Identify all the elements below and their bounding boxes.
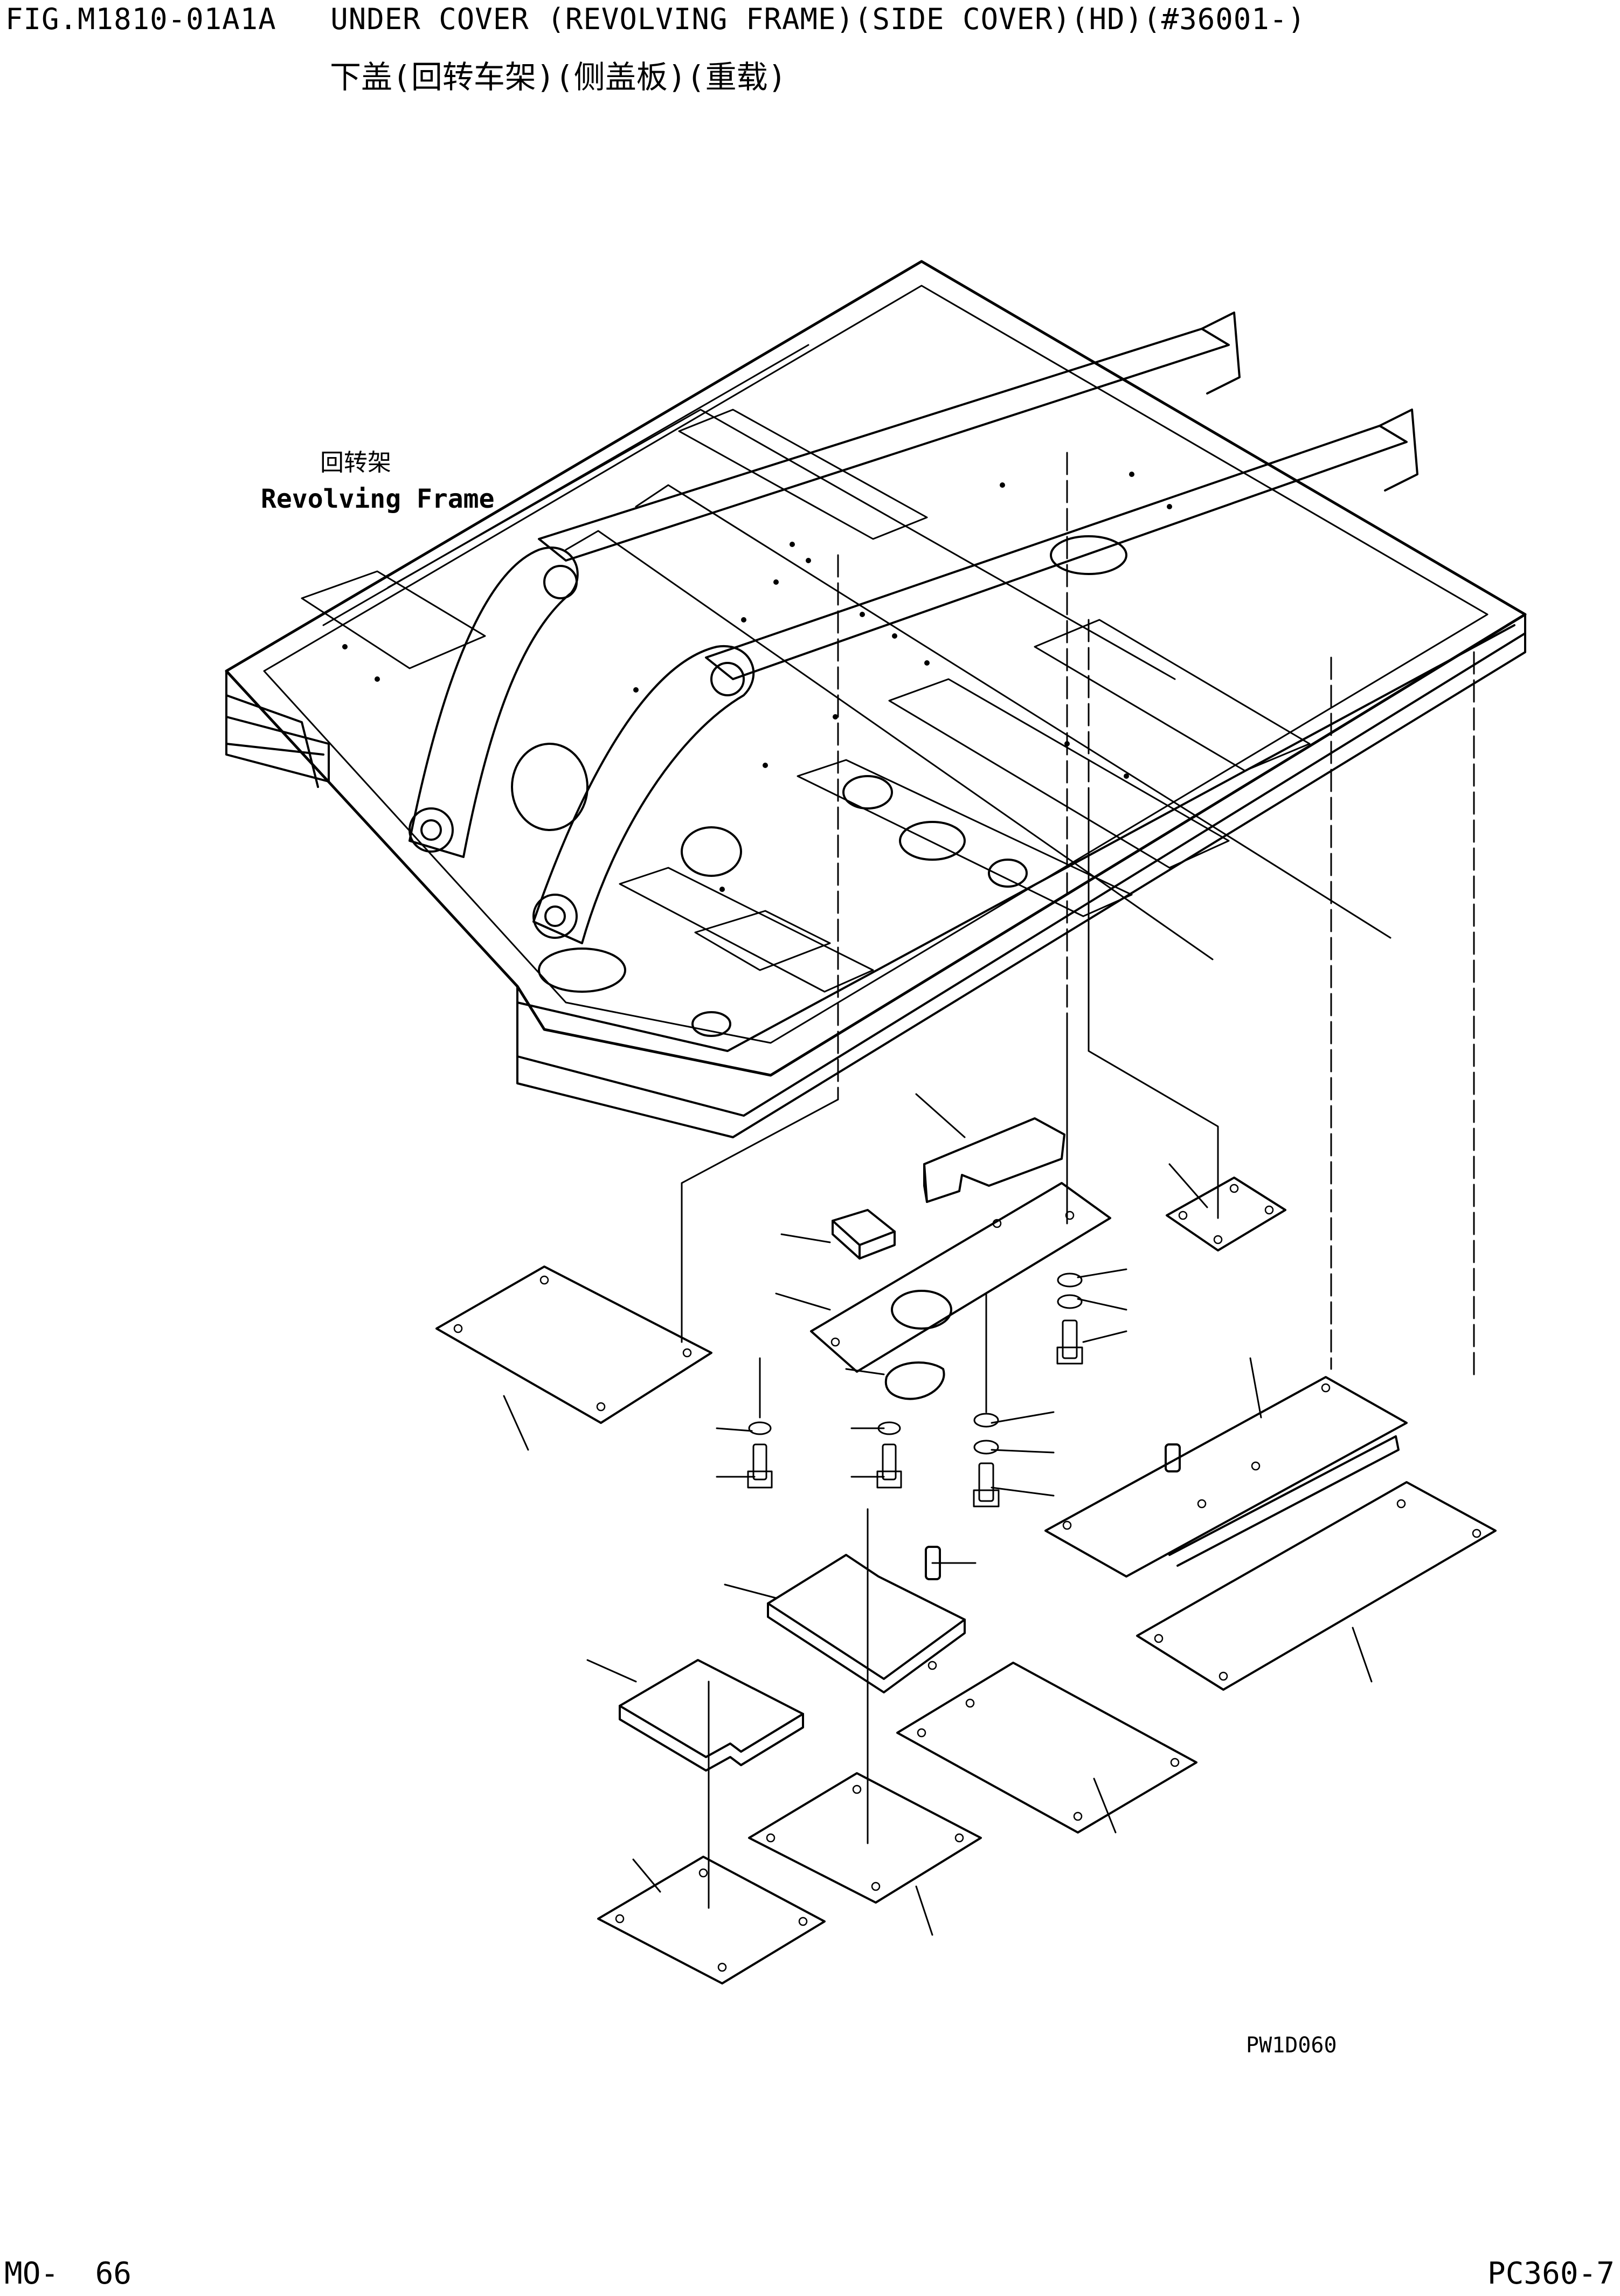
revolving-frame-label-en: Revolving Frame	[261, 484, 495, 514]
plate-holes	[453, 1184, 1481, 1972]
page-number: MO- 66	[4, 2256, 132, 2291]
model-number: PC360-7	[1487, 2256, 1615, 2291]
bolts-and-washers	[747, 1273, 1083, 1507]
drawing-code: PW1D060	[1246, 2033, 1337, 2058]
part-callout-ticks	[503, 1093, 1373, 1936]
figure-title: FIG.M1810-01A1A UNDER COVER (REVOLVING F…	[5, 2, 1306, 36]
revolving-frame-drawing	[225, 260, 1527, 1138]
projection-lines	[837, 452, 1475, 1381]
leader-lines	[681, 802, 1219, 1909]
revolving-frame-label-cn: 回转架	[320, 449, 391, 476]
figure-subtitle: 下盖(回转车架)(侧盖板)(重载)	[330, 59, 787, 95]
under-cover-parts	[435, 1117, 1497, 1984]
